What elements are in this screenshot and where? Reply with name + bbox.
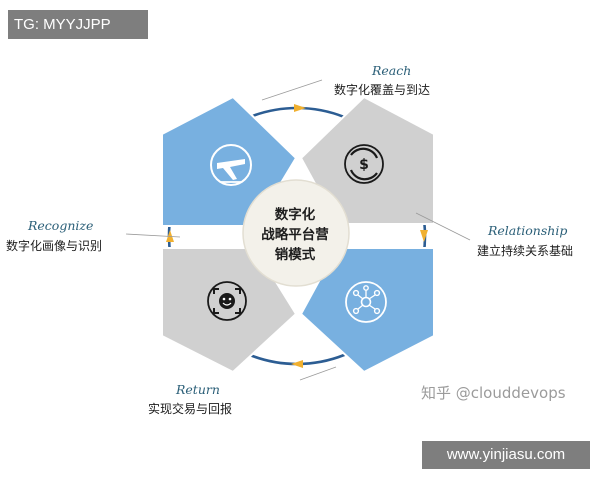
zhihu-watermark: 知乎 @clouddevops [421, 384, 566, 402]
quadrant-return [299, 247, 435, 374]
relationship-caption: 建立持续关系基础 [477, 244, 574, 258]
reach-title: Reach [372, 63, 412, 78]
center-hub [242, 179, 350, 287]
cycle-arrow-right [420, 230, 428, 242]
cycle-arrow-bottom [291, 360, 303, 368]
network-icon [345, 281, 387, 323]
dollar-cycle-icon: $ [344, 144, 384, 184]
center-label-line-2: 战略平台营 [261, 227, 329, 243]
cycle-arrow-left [166, 230, 174, 242]
recognize-caption: 数字化画像与识别 [6, 239, 103, 253]
leader-line-reach [261, 79, 323, 101]
leader-line-recognize [125, 233, 181, 238]
center-label-line-3: 销模式 [274, 247, 316, 263]
quadrant-recognize [161, 247, 298, 374]
leader-line-return [299, 366, 337, 381]
cycle-arrow-top [294, 104, 306, 112]
recognize-title: Recognize [28, 218, 94, 233]
site-badge: www.yinjiasu.com [422, 441, 590, 469]
airplane-icon [210, 144, 252, 186]
tg-badge: TG: MYYJJPP [8, 10, 148, 39]
face-scan-icon [207, 281, 247, 321]
leader-line-relationship [415, 212, 471, 241]
center-label-line-1: 数字化 [274, 207, 316, 223]
reach-caption: 数字化覆盖与到达 [334, 83, 431, 97]
return-caption: 实现交易与回报 [148, 402, 233, 416]
return-title: Return [176, 382, 220, 397]
relationship-title: Relationship [488, 223, 568, 238]
center-hub-label: 数字化 战略平台营 销模式 [255, 205, 335, 265]
svg-text:$: $ [359, 157, 369, 173]
